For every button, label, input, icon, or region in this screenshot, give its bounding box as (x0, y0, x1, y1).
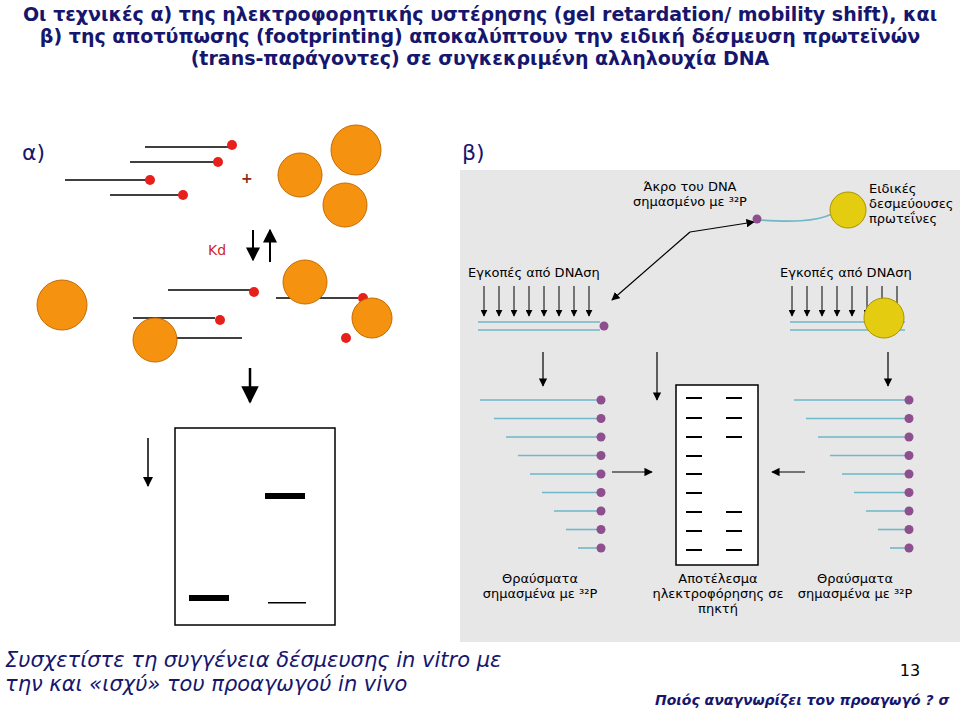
footer-note: Ποιός αναγνωρίζει τον προαγωγό ? σ (655, 692, 958, 708)
fragments (794, 396, 914, 553)
panel-letter: α) (22, 140, 62, 165)
callout: Εγκοπές από DNAση (780, 266, 930, 281)
callout: Εγκοπές από DNAση (468, 266, 618, 281)
callout: Ειδικές δεσμεύουσες πρωτεΐνες (869, 182, 959, 227)
callout: Άκρο του DNA σημασμένο με ³²P (610, 180, 770, 210)
gel (676, 385, 758, 565)
proteins (37, 260, 392, 362)
run-direction-arrow (147, 438, 149, 486)
caption: Θραύσματα σημασμένα με ³²P (785, 572, 925, 602)
kd-label: Kd (208, 242, 248, 258)
pointer-lines (612, 222, 754, 300)
equilibrium-arrow (252, 230, 254, 260)
dna-probes (65, 147, 228, 195)
caption: Αποτέλεσμα ηλεκτροφόρησης σε πηκτή (650, 572, 786, 617)
dnase-cuts (484, 286, 589, 316)
plus-sign: + (241, 170, 261, 186)
slide-title: Οι τεχνικές α) της ηλεκτροφορητικής υστέ… (10, 4, 950, 70)
panel-ground (460, 170, 960, 642)
panel-letter: β) (462, 140, 502, 165)
caption: Θραύσματα σημασμένα με ³²P (470, 572, 610, 602)
page-number: 13 (890, 662, 930, 680)
process-arrow (249, 368, 252, 402)
equilibrium-arrow (269, 230, 271, 262)
fragments (480, 396, 606, 553)
label-dots (600, 215, 762, 331)
gel-bands (189, 493, 306, 604)
gel-bands (686, 398, 742, 550)
label-dots (145, 140, 237, 200)
question-note: Συσχετίστε τη συγγένεια δέσμευσης in vit… (5, 648, 505, 696)
proteins (278, 125, 381, 227)
gel (175, 428, 335, 625)
